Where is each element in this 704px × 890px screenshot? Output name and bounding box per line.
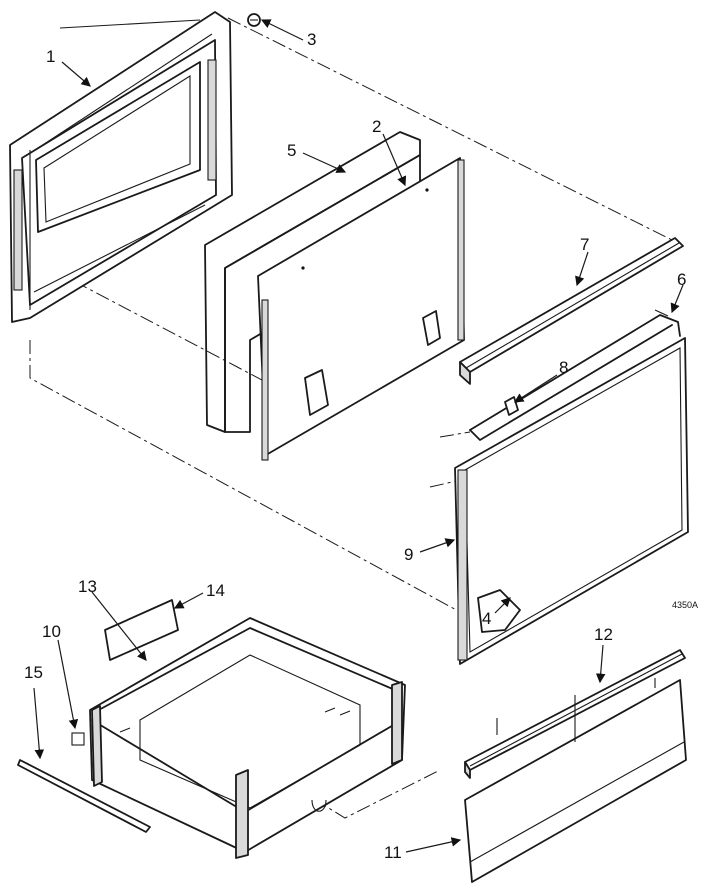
- callout-5: 5: [287, 141, 296, 160]
- drawer-body: [89, 617, 406, 859]
- inner-door-panel: [257, 157, 465, 461]
- callout-8: 8: [559, 358, 568, 377]
- callout-3: 3: [307, 30, 316, 49]
- callout-9: 9: [404, 545, 413, 564]
- callout-12: 12: [594, 625, 613, 644]
- clip: [504, 396, 519, 416]
- callout-1: 1: [46, 47, 55, 66]
- door-glass-panel: [454, 337, 689, 665]
- slide-rail: [17, 759, 151, 833]
- callout-13: 13: [78, 577, 97, 596]
- outer-door-frame: [9, 11, 233, 323]
- callout-11: 11: [384, 843, 402, 862]
- callout-6: 6: [677, 270, 686, 289]
- handle-bracket: [469, 309, 681, 441]
- kick-panel: [464, 678, 687, 883]
- leader-lines: [33, 19, 684, 853]
- callout-2: 2: [372, 117, 381, 136]
- callout-4: 4: [482, 609, 491, 628]
- callout-10: 10: [42, 622, 61, 641]
- rating-plate: [104, 599, 179, 661]
- drawing-code: 4350A: [672, 600, 698, 610]
- callout-7: 7: [580, 235, 589, 254]
- screw: [247, 13, 261, 27]
- callout-14: 14: [206, 581, 225, 600]
- callout-15: 15: [24, 663, 43, 682]
- drawer-roller: [71, 732, 85, 746]
- top-trim-strip: [459, 237, 684, 385]
- callout-labels: 1 2 3 4 5 6 7 8 9 10 11 12 13 14 15 4350…: [24, 30, 698, 862]
